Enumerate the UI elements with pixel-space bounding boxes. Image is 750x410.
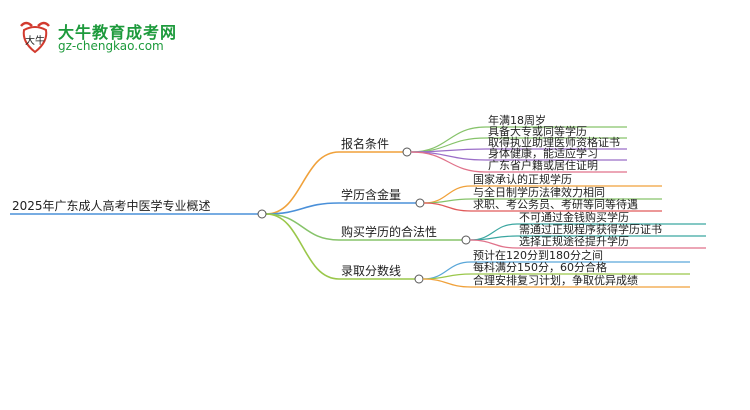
branch-node-3[interactable] xyxy=(461,235,471,245)
leaf-label-2-3: 求职、考公务员、考研等同等待遇 xyxy=(473,198,638,211)
site-logo[interactable]: 大牛 大牛教育成考网 gz-chengkao.com xyxy=(16,18,196,58)
branch-label-1: 报名条件 xyxy=(341,137,390,151)
leaf-label-1-4: 身体健康，能适应学习 xyxy=(488,147,598,160)
branch-node-2[interactable] xyxy=(415,198,425,208)
logo-title: 大牛教育成考网 xyxy=(58,23,178,42)
branch-node-4[interactable] xyxy=(414,274,424,284)
leaf-label-3-3: 选择正规途径提升学历 xyxy=(519,235,629,248)
branch-label-2: 学历含金量 xyxy=(341,188,402,202)
leaf-label-1-1: 年满18周岁 xyxy=(488,114,546,127)
root-topic: 2025年广东成人高考中医学专业概述 xyxy=(12,199,211,213)
branch-node-1[interactable] xyxy=(402,147,412,157)
root-node[interactable] xyxy=(257,209,267,219)
logo-url: gz-chengkao.com xyxy=(58,39,164,53)
branch-label-4: 录取分数线 xyxy=(341,264,402,278)
leaf-label-4-2: 每科满分150分，60分合格 xyxy=(473,261,607,274)
leaf-label-4-1: 预计在120分到180分之间 xyxy=(473,249,603,262)
leaf-label-3-1: 不可通过金钱购买学历 xyxy=(519,211,629,224)
branch-label-3: 购买学历的合法性 xyxy=(341,225,438,239)
leaf-label-2-1: 国家承认的正规学历 xyxy=(473,173,572,186)
leaf-label-2-2: 与全日制学历法律效力相同 xyxy=(473,186,605,199)
bull-logo-icon: 大牛 xyxy=(20,21,50,54)
leaf-label-1-5: 广东省户籍或居住证明 xyxy=(488,159,598,172)
leaf-label-4-3: 合理安排复习计划，争取优异成绩 xyxy=(473,274,638,287)
logo-mark-text: 大牛 xyxy=(25,34,45,47)
leaf-label-1-3: 取得执业助理医师资格证书 xyxy=(488,136,620,149)
leaf-label-3-2: 需通过正规程序获得学历证书 xyxy=(519,223,662,236)
leaf-label-1-2: 具备大专或同等学历 xyxy=(488,125,587,138)
